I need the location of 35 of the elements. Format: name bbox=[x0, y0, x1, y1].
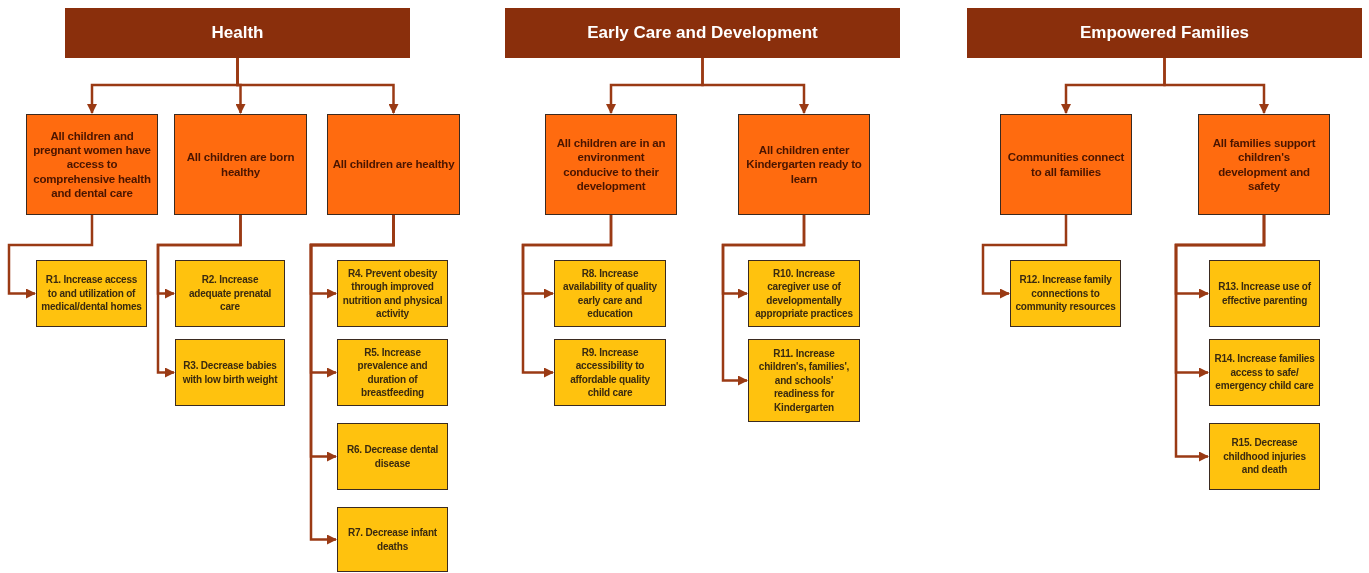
result-box: R7. Decrease infant deaths bbox=[337, 507, 448, 572]
connector-arrow bbox=[1163, 58, 1269, 114]
connector-arrow bbox=[721, 215, 806, 386]
connector-arrow bbox=[521, 215, 613, 378]
result-box: R12. Increase family connections to community resources bbox=[1010, 260, 1121, 327]
result-box: R1. Increase access to and utilization of medical/dental homes bbox=[36, 260, 147, 327]
connector-arrow bbox=[236, 58, 399, 114]
goal-box: All children are born healthy bbox=[174, 114, 307, 215]
goal-box: All children and pregnant women have access to comprehensive health and dental care bbox=[26, 114, 158, 215]
result-box: R5. Increase prevalence and duration of breastfeeding bbox=[337, 339, 448, 406]
result-box: R13. Increase use of effective parenting bbox=[1209, 260, 1320, 327]
goal-box: All families support children's development and safety bbox=[1198, 114, 1330, 215]
connector-arrow bbox=[7, 215, 94, 299]
result-box: R2. Increase adequate prenatal care bbox=[175, 260, 285, 327]
goal-box: All children are healthy bbox=[327, 114, 460, 215]
category-header: Empowered Families bbox=[967, 8, 1362, 58]
connector-arrow bbox=[156, 215, 242, 378]
connector-arrow bbox=[981, 215, 1068, 299]
result-box: R4. Prevent obesity through improved nutrition and physical activity bbox=[337, 260, 448, 327]
result-box: R14. Increase families access to safe/ emergency child care bbox=[1209, 339, 1320, 406]
category-header: Early Care and Development bbox=[505, 8, 900, 58]
result-box: R6. Decrease dental disease bbox=[337, 423, 448, 490]
connector-arrow bbox=[309, 215, 395, 545]
result-box: R11. Increase children's, families', and schools' readiness for Kindergarten bbox=[748, 339, 860, 422]
result-box: R10. Increase caregiver use of developmentally appropriate practices bbox=[748, 260, 860, 327]
result-box: R3. Decrease babies with low birth weight bbox=[175, 339, 285, 406]
goal-box: All children enter Kindergarten ready to learn bbox=[738, 114, 870, 215]
result-box: R9. Increase accessibility to affordable quality child care bbox=[554, 339, 666, 406]
goal-box: All children are in an environment conducive to their development bbox=[545, 114, 677, 215]
category-header: Health bbox=[65, 8, 410, 58]
connector-arrow bbox=[1174, 215, 1266, 462]
result-box: R15. Decrease childhood injuries and death bbox=[1209, 423, 1320, 490]
connector-arrow bbox=[701, 58, 809, 114]
goal-box: Communities connect to all families bbox=[1000, 114, 1132, 215]
result-box: R8. Increase availability of quality early care and education bbox=[554, 260, 666, 327]
